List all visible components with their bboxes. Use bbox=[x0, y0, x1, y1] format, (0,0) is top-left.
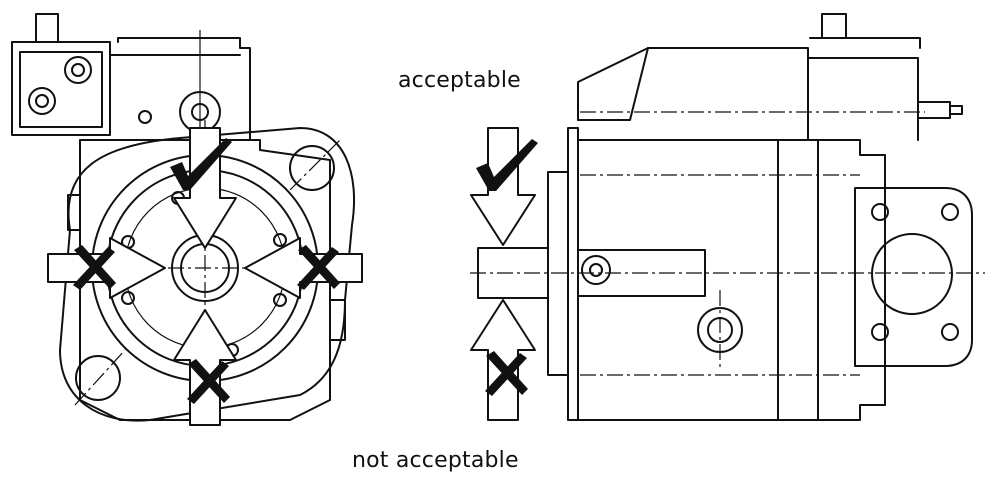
cross-icon bbox=[485, 351, 528, 396]
cross-icon bbox=[297, 245, 340, 290]
acceptable-label: acceptable bbox=[398, 68, 521, 93]
axial-push-arrow bbox=[470, 299, 536, 421]
not-acceptable-label: not acceptable bbox=[352, 448, 519, 473]
checkmark-icon bbox=[170, 138, 232, 190]
axial-pull-arrow bbox=[470, 127, 536, 246]
cross-icon bbox=[73, 245, 116, 290]
pump-side-view bbox=[470, 13, 985, 421]
pump-front-view bbox=[11, 13, 363, 426]
checkmark-icon bbox=[476, 139, 538, 191]
top-load-arrow bbox=[173, 127, 237, 249]
bottom-load-arrow bbox=[173, 309, 237, 426]
cross-icon bbox=[187, 359, 230, 404]
